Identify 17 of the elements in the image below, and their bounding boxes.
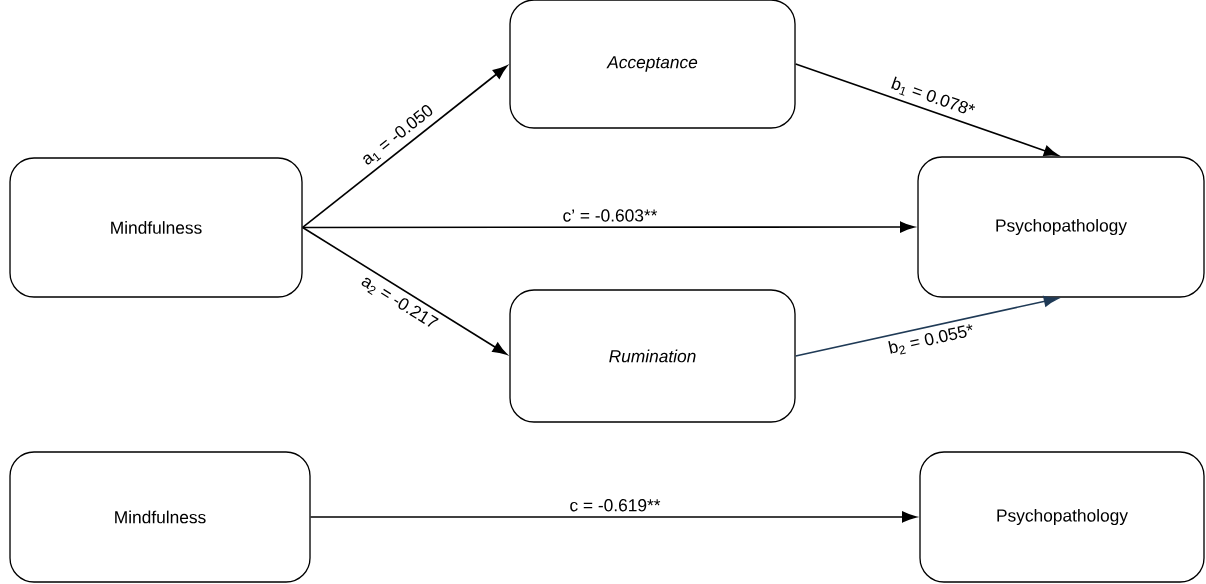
variable-box: Psychopathology — [917, 156, 1205, 298]
arrow — [301, 226, 508, 355]
arrow — [309, 511, 917, 523]
edge-label: a$_{2}$ = -0.217 — [361, 277, 439, 327]
variable-box: Acceptance — [509, 0, 796, 129]
arrow — [794, 63, 1059, 157]
edge-label: b$_{2}$ = 0.055* — [888, 324, 973, 355]
variable-box: Psychopathology — [919, 451, 1205, 583]
arrow — [794, 295, 1059, 357]
edge-label: b$_{1}$ = 0.078* — [891, 76, 975, 114]
edge-label: c’ = -0.603** — [563, 209, 658, 222]
arrow — [301, 65, 508, 229]
arrow — [301, 221, 915, 233]
variable-box: Rumination — [509, 289, 796, 423]
variable-box: Mindfulness — [9, 157, 303, 298]
variable-box: Mindfulness — [9, 451, 311, 583]
edge-label: c = -0.619** — [570, 499, 661, 512]
